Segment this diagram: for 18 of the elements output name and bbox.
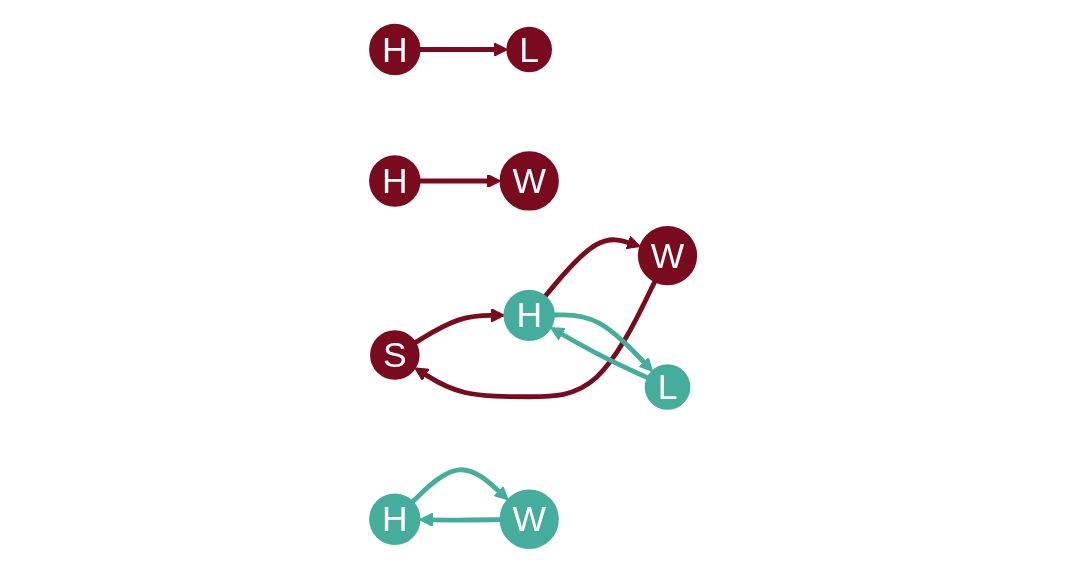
node-circle: L	[644, 364, 691, 410]
node-circle: H	[368, 493, 421, 545]
arrow	[410, 467, 509, 504]
arrow	[543, 235, 641, 298]
arrow	[553, 312, 653, 372]
node-circle: H	[368, 155, 421, 207]
node-circle: W	[499, 489, 559, 549]
node-circle: H	[368, 23, 421, 76]
node-circle: S	[369, 330, 420, 380]
node-circle: H	[503, 289, 555, 342]
node-circle: L	[506, 26, 552, 73]
arrow	[550, 327, 649, 380]
node-circle: W	[499, 151, 559, 211]
node-circle: W	[637, 225, 698, 286]
arrow	[413, 308, 505, 345]
arrow	[419, 42, 508, 57]
arrow	[419, 173, 501, 189]
arrow	[414, 280, 657, 400]
